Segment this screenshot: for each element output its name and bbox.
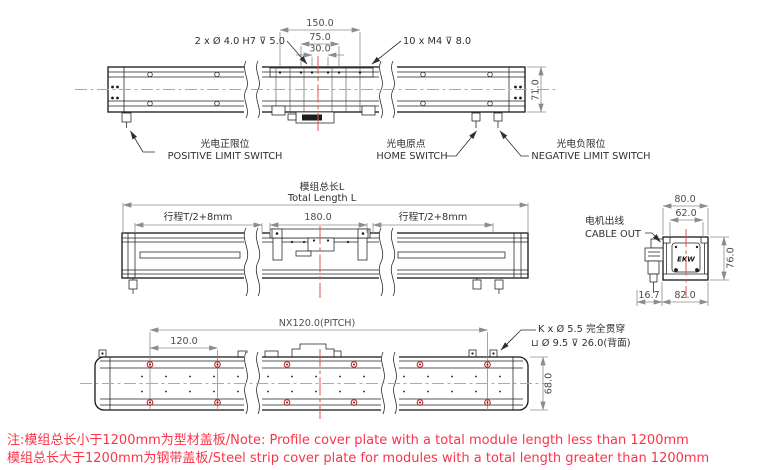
- dim-75: 75.0: [309, 32, 330, 43]
- home-label-cn: 光电原点: [386, 137, 425, 150]
- dim-71: 71.0: [531, 79, 542, 100]
- pitch-dim: NX120.0(PITCH): [279, 318, 356, 329]
- top-view: 150.0 75.0 30.0 71.0 2 x Ø 4.0 H7 ⊽ 5.0 …: [75, 18, 651, 162]
- side-view-sensors: [128, 278, 504, 294]
- thread-holes: [141, 375, 501, 393]
- negative-limit-label-cn: 光电负限位: [557, 137, 606, 150]
- mounting-holes: [146, 361, 491, 406]
- cable-out-label-cn: 电机出线: [585, 214, 624, 227]
- stroke-right-dim: 行程T/2+8mm: [399, 210, 468, 223]
- top-view-dimensions: 150.0 75.0 30.0 71.0 2 x Ø 4.0 H7 ⊽ 5.0 …: [195, 18, 546, 113]
- home-label-en: HOME SWITCH: [376, 151, 447, 162]
- dim-180: 180.0: [304, 212, 331, 223]
- carriage-dog-bottom: [291, 343, 335, 358]
- switch-labels: 光电正限位 POSITIVE LIMIT SWITCH 光电原点 HOME SW…: [130, 130, 651, 162]
- end-view-dimensions: 80.0 62.0 76.0 16.7 82.0: [636, 194, 737, 306]
- note-line-2: 模组总长大于1200mm为钢带盖板/Steel strip cover plat…: [7, 451, 709, 466]
- positive-limit-sensor-icon: [121, 112, 132, 128]
- total-length-cn: 模组总长L: [300, 180, 345, 193]
- stroke-left-dim: 行程T/2+8mm: [164, 210, 233, 223]
- mount-hole-note-2: ⊔ Ø 9.5 ⊽ 26.0(背面): [531, 336, 631, 349]
- drawing-notes: 注:模组总长小于1200mm为型材盖板/Note: Profile cover …: [7, 433, 709, 466]
- dim-16-7: 16.7: [638, 290, 659, 301]
- dim-68: 68.0: [544, 373, 555, 394]
- cable-out-label-en: CABLE OUT: [585, 229, 642, 240]
- dim-76: 76.0: [726, 247, 737, 268]
- bottom-view-dimensions: NX120.0(PITCH) 120.0 68.0 K x Ø 5.5 完全贯穿…: [149, 318, 631, 411]
- dim-120: 120.0: [170, 336, 197, 347]
- dim-82: 82.0: [674, 290, 695, 301]
- dim-30: 30.0: [309, 44, 330, 55]
- tap-hole-note: 10 x M4 ⊽ 8.0: [403, 36, 471, 47]
- cable-connector-icon: [644, 238, 664, 293]
- dowel-hole-note: 2 x Ø 4.0 H7 ⊽ 5.0: [195, 35, 285, 47]
- negative-limit-sensor-icon: [493, 112, 503, 128]
- dim-150: 150.0: [306, 18, 333, 29]
- carriage-top: [269, 67, 376, 124]
- home-sensor-icon: [471, 112, 481, 128]
- negative-limit-label-en: NEGATIVE LIMIT SWITCH: [531, 151, 650, 162]
- dim-80: 80.0: [674, 194, 695, 205]
- note-line-1: 注:模组总长小于1200mm为型材盖板/Note: Profile cover …: [7, 433, 689, 448]
- end-view: EKW 80.0 62.0 76.0 16.7: [585, 194, 737, 306]
- side-view: 模组总长L Total Length L 行程T/2+8mm 180.0 行程T…: [121, 180, 529, 298]
- total-length-en: Total Length L: [287, 193, 357, 204]
- side-view-dimensions: 模组总长L Total Length L 行程T/2+8mm 180.0 行程T…: [122, 180, 529, 233]
- positive-limit-label-en: POSITIVE LIMIT SWITCH: [168, 151, 283, 162]
- dim-62: 62.0: [675, 208, 696, 219]
- mount-hole-note-1: K x Ø 5.5 完全贯穿: [538, 322, 625, 335]
- bottom-view: NX120.0(PITCH) 120.0 68.0 K x Ø 5.5 完全贯穿…: [80, 318, 631, 419]
- positive-limit-label-cn: 光电正限位: [201, 137, 250, 150]
